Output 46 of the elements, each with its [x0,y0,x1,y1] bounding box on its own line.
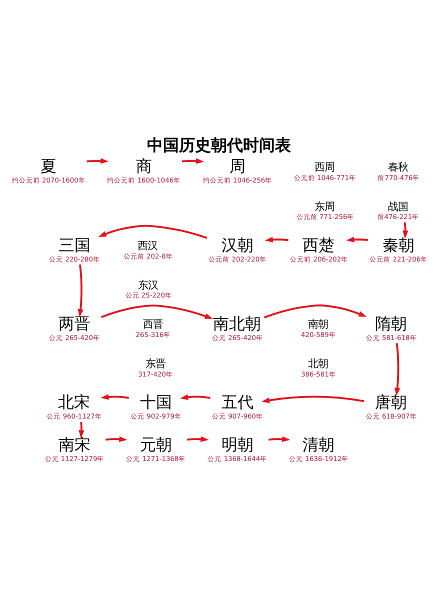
node-text: 东周 [314,200,335,213]
arrow [78,422,84,438]
node-text: 十国 [140,392,172,412]
node-text: 北宋 [58,392,90,412]
node-text: 隋朝 [375,314,408,333]
node-text: 周 [229,156,246,176]
node-text: 两晋 [58,314,90,333]
arrow [264,304,367,318]
node-text: 明朝 [221,434,254,454]
node-text: 西楚 [302,235,335,254]
arrow [100,394,129,400]
arrow [78,264,84,318]
node-text: 东晋 [145,358,166,370]
arrow [182,158,204,164]
arrow [86,158,109,164]
arrow [261,396,364,404]
node-text: 西晋 [142,318,163,331]
node-text: 元朝 [140,434,172,454]
arrow [346,236,368,242]
arrow [106,436,128,442]
node-text: 北朝 [308,358,328,370]
node-text: 南宋 [58,434,90,454]
arrow [402,222,408,239]
node-text: 西周 [314,161,334,174]
node-text: 东汉 [138,279,158,292]
node-text: 清朝 [302,434,335,454]
node-text: 夏 [40,156,57,176]
node-text: 春秋 [388,161,408,174]
node-text: 秦朝 [382,235,414,254]
arrow [264,236,288,242]
node-text: 商 [136,156,152,176]
node-text: 南朝 [308,318,328,331]
arrow [187,436,209,442]
node-text: 三国 [58,235,90,254]
node-text: 唐朝 [375,392,408,412]
node-text: 西汉 [137,240,158,252]
arrow [394,343,400,396]
node-text: 五代 [221,392,254,412]
arrow [268,436,290,442]
arrow [100,304,214,319]
node-text: 战国 [388,200,408,213]
node-text: 汉朝 [221,235,254,254]
node-text: 南北朝 [213,314,262,333]
diagram-title: 中国历史朝代时间表 [147,135,292,154]
arrow [180,394,210,400]
arrow [98,224,208,239]
